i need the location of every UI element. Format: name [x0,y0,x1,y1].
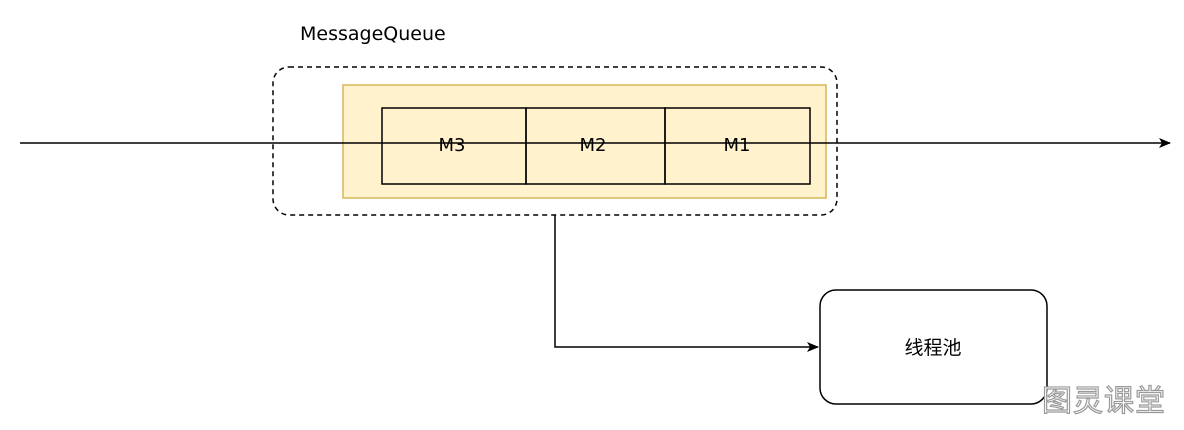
message-cell-m1 [664,107,811,185]
watermark: 图灵课堂 [1041,383,1166,419]
message-label-m3: M3 [439,135,466,156]
thread-pool-label: 线程池 [904,337,961,359]
message-label-m2: M2 [580,135,607,156]
thread-pool-box [819,289,1048,405]
queue-background [342,84,827,199]
message-queue-title: MessageQueue [300,23,446,45]
message-cells: M3 M2 M1 [381,107,811,185]
message-label-m1: M1 [724,135,751,156]
queue-to-pool-connector [554,215,819,352]
